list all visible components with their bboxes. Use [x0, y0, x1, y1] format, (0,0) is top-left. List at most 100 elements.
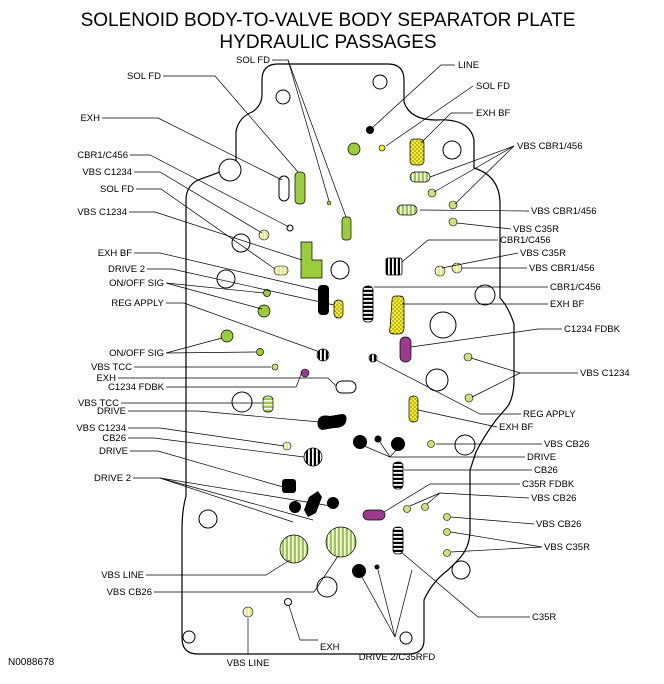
leader-line — [371, 64, 455, 129]
leader-line — [419, 209, 530, 212]
black-slot — [318, 285, 329, 315]
leader-line — [450, 516, 535, 525]
striped-black-slot — [362, 285, 374, 323]
green-dot — [256, 348, 264, 356]
label-drive-a: DRIVE — [97, 406, 126, 417]
green-dot — [347, 142, 361, 156]
label-c1234-fdbk-right: C1234 FDBK — [564, 324, 621, 335]
leader-line — [375, 359, 521, 415]
plain-hole — [442, 140, 462, 160]
exh-slot — [335, 380, 357, 394]
passages — [220, 126, 474, 618]
yellow-slot — [408, 395, 419, 423]
striped-small — [258, 229, 270, 241]
label-vbs-c35r-a: VBS C35R — [513, 224, 559, 235]
leader-line — [165, 351, 257, 354]
label-vbs-tcc-a: VBS TCC — [91, 362, 132, 373]
striped-green-circle — [325, 526, 357, 558]
leader-line — [102, 117, 283, 181]
plain-hole — [231, 391, 253, 413]
label-sol-fd-left: SOL FD — [127, 71, 161, 82]
label-sol-fd-mid: SOL FD — [100, 184, 134, 195]
green-dot-small — [443, 528, 451, 536]
black-dot — [374, 435, 382, 443]
yellow-dot — [378, 144, 386, 152]
label-exh-bf-mid: EXH BF — [550, 299, 585, 310]
label-drive2-a: DRIVE 2 — [108, 264, 145, 275]
black-dot — [327, 497, 339, 509]
leader-line — [165, 337, 223, 354]
leader-line — [118, 377, 337, 387]
label-vbs-cbr-2: VBS CBR1/456 — [531, 206, 596, 217]
label-vbs-c1234-c: VBS C1234 — [76, 423, 126, 434]
label-vbs-c1234-a: VBS C1234 — [82, 167, 132, 178]
callout-labels: SOL FD LINE SOL FD SOL FD EXH EXH BF VBS… — [76, 55, 629, 669]
plain-hole — [474, 284, 496, 306]
green-slot — [294, 171, 306, 205]
plain-hole — [454, 434, 476, 456]
label-vbs-cb26-b: VBS CB26 — [531, 493, 576, 504]
leader-line — [130, 450, 284, 488]
striped-small — [242, 606, 254, 618]
leader-line — [420, 112, 473, 144]
leader-line — [456, 222, 512, 230]
leader-line — [128, 437, 305, 458]
leader-line — [165, 282, 265, 294]
striped-black-slot — [392, 526, 404, 555]
striped-green-slot — [409, 171, 431, 183]
label-vbs-cb26-d: VBS CB26 — [107, 587, 152, 598]
green-dot-small — [443, 513, 451, 521]
leader-line — [383, 483, 520, 513]
striped-small — [273, 265, 289, 276]
label-sol-fd-top: SOL FD — [236, 55, 270, 66]
label-drive2-c35rfd: DRIVE 2/C35RFD — [359, 652, 436, 663]
leader-line — [361, 576, 396, 638]
label-cbr1-c456-mid: CBR1/C456 — [500, 235, 551, 246]
plain-hole — [216, 269, 236, 289]
label-drive-b: DRIVE — [99, 446, 128, 457]
leader-line — [400, 551, 530, 618]
leader-line — [154, 555, 339, 593]
plain-hole — [330, 260, 350, 280]
green-dot-small — [443, 549, 451, 557]
green-dot-small — [403, 505, 411, 513]
plain-hole — [286, 224, 294, 232]
plain-hole — [275, 89, 291, 105]
magenta-dot — [300, 368, 310, 378]
green-dot-small — [448, 217, 458, 227]
label-c35r-fdbk: C35R FDBK — [522, 479, 575, 490]
title-line-2: HYDRAULIC PASSAGES — [219, 32, 436, 53]
striped-black-dot — [368, 353, 378, 363]
label-vbs-tcc-b: VBS TCC — [78, 398, 119, 409]
label-exh-bf-left: EXH BF — [98, 248, 133, 259]
exh-slot — [278, 175, 290, 202]
green-dot-small — [421, 503, 429, 511]
striped-black-circle — [303, 447, 323, 467]
label-vbs-cb26-a: VBS CB26 — [544, 439, 589, 450]
leader-line — [450, 546, 543, 553]
leader-line — [166, 302, 321, 353]
green-l-slot — [300, 241, 323, 279]
green-dot-small — [427, 188, 437, 198]
black-dot — [353, 435, 367, 449]
leader-line — [146, 559, 291, 576]
yellow-slot — [409, 138, 425, 166]
striped-black-slot — [385, 257, 403, 276]
leader-line — [166, 371, 303, 388]
leader-line — [389, 448, 398, 458]
leader-line — [165, 282, 263, 310]
label-cbr1-c456-left: CBR1/C456 — [77, 150, 128, 161]
label-reg-apply-b: REG APPLY — [523, 409, 576, 420]
plain-holes — [182, 74, 496, 645]
striped-green-slot — [262, 395, 274, 413]
black-dot — [374, 564, 380, 570]
striped-small — [434, 265, 446, 277]
label-vbs-c1234-right: VBS C1234 — [580, 368, 630, 379]
label-onoff-a: ON/OFF SIG — [109, 278, 164, 289]
green-dot — [326, 200, 332, 206]
label-vbs-cbr-3: VBS CBR1/456 — [529, 263, 594, 274]
leader-line — [163, 75, 299, 173]
label-drive2-b: DRIVE 2 — [94, 473, 131, 484]
label-exh-bf-low: EXH BF — [499, 422, 534, 433]
leader-line — [288, 605, 318, 641]
